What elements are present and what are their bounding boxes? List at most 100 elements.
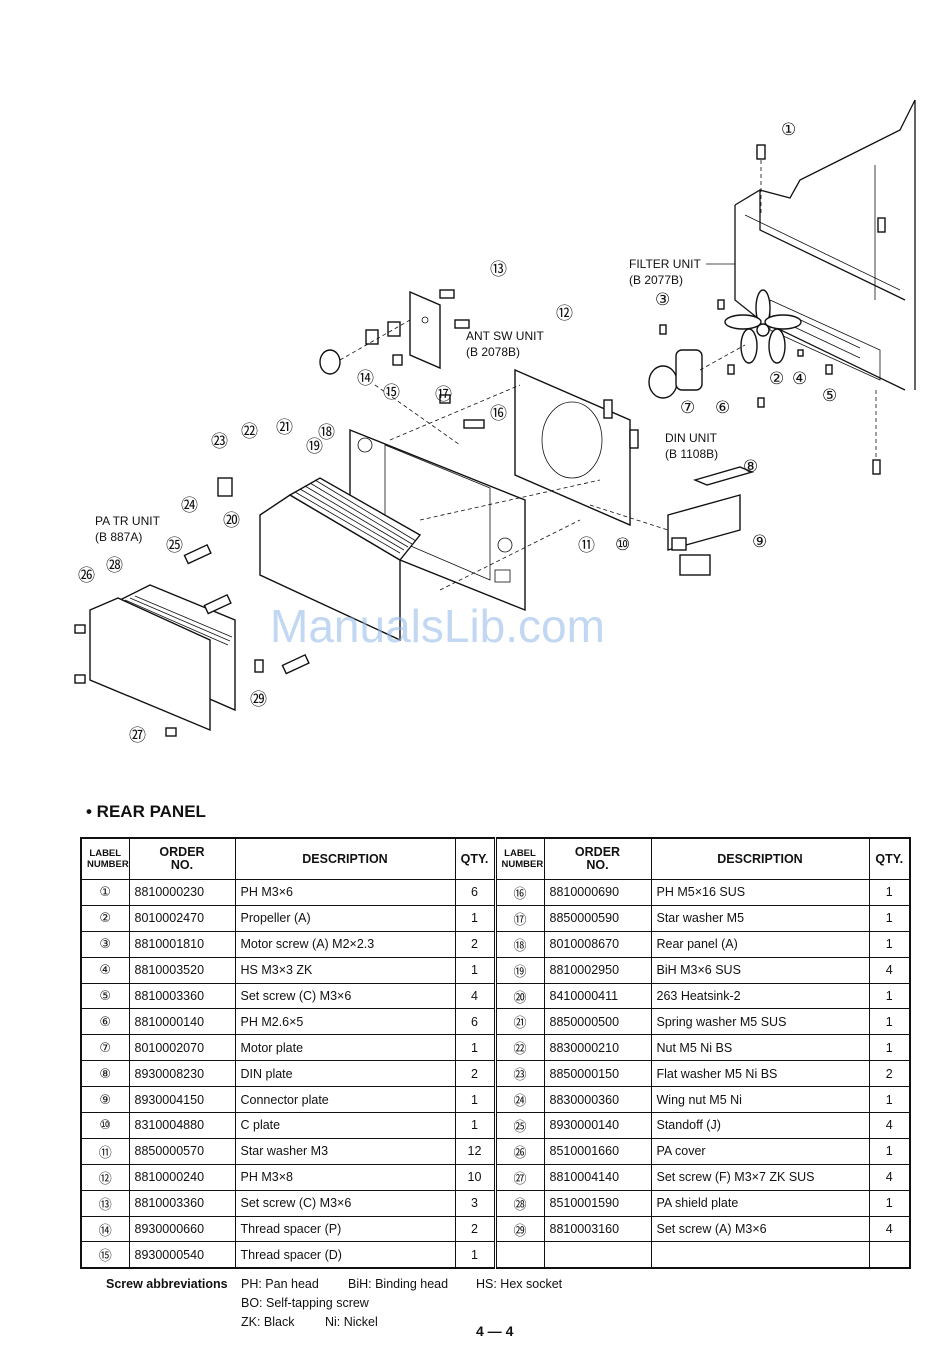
order-no-cell: 8810003520 (128, 956, 236, 984)
order-no-cell: 8850000500 (543, 1008, 652, 1036)
order-no-cell: 8930000660 (128, 1215, 236, 1243)
callout-28: ㉘ (106, 556, 123, 575)
callout-5: ⑤ (822, 386, 837, 405)
abbreviations-heading: Screw abbreviations (106, 1277, 228, 1291)
qty-cell: 1 (454, 956, 496, 984)
label-cell: ⑩ (80, 1112, 130, 1139)
order-no-cell: 8010002470 (128, 904, 236, 932)
order-no-cell: 8810000140 (128, 1008, 236, 1036)
qty-header-right: QTY. (868, 837, 911, 880)
abbrev-bo: BO: Self-tapping screw (241, 1296, 369, 1310)
label-cell: ④ (80, 956, 130, 984)
label-cell: ⑫ (80, 1163, 130, 1191)
callout-16: ⑯ (490, 404, 507, 423)
qty-cell: 3 (454, 1189, 496, 1217)
qty-cell: 4 (868, 1163, 911, 1191)
ant-sw-unit-name: ANT SW UNIT (466, 329, 544, 343)
description-cell: Star washer M3 (234, 1137, 456, 1165)
label-cell: ⑱ (493, 930, 545, 958)
callout-24: ㉔ (181, 496, 198, 515)
qty-cell: 1 (454, 904, 496, 932)
qty-cell: 1 (454, 1112, 496, 1139)
callout-numbers: ① ② ③ ④ ⑤ ⑥ ⑦ ⑧ ⑨ ⑩ ⑪ ⑫ ⑬ ⑭ ⑮ ⑯ ⑰ ⑱ ⑲ ⑳ … (78, 120, 837, 745)
page-number: 4 — 4 (476, 1323, 514, 1339)
callout-17: ⑰ (435, 385, 452, 404)
din-unit-code: (B 1108B) (665, 447, 718, 461)
qty-cell: 2 (454, 1060, 496, 1088)
order-no-cell: 8810003360 (128, 982, 236, 1010)
order-no-cell: 8830000210 (543, 1034, 652, 1062)
order-no-cell: 8410000411 (543, 982, 652, 1010)
ant-sw-unit-code: (B 2078B) (466, 345, 520, 359)
qty-cell: 1 (868, 930, 911, 958)
description-cell: BiH M3×6 SUS (650, 956, 870, 984)
label-cell: ⑯ (493, 879, 545, 906)
description-cell: Propeller (A) (234, 904, 456, 932)
description-cell: Motor plate (234, 1034, 456, 1062)
description-header: DESCRIPTION (234, 837, 456, 880)
callout-29: ㉙ (250, 690, 267, 709)
description-cell: PA shield plate (650, 1189, 870, 1217)
qty-cell: 12 (454, 1137, 496, 1165)
description-cell: PH M2.6×5 (234, 1008, 456, 1036)
order-no-cell: 8810004140 (543, 1163, 652, 1191)
qty-cell: 6 (454, 1008, 496, 1036)
callout-25: ㉕ (166, 536, 183, 555)
order-no-cell: 8810003160 (543, 1215, 652, 1243)
order-no-cell: 8850000150 (543, 1060, 652, 1088)
description-header-right: DESCRIPTION (650, 837, 870, 880)
description-cell: Star washer M5 (650, 904, 870, 932)
unit-labels: FILTER UNIT (B 2077B) ANT SW UNIT (B 207… (95, 257, 735, 544)
callout-7: ⑦ (680, 398, 695, 417)
label-cell: ㉒ (493, 1034, 545, 1062)
description-cell: Set screw (C) M3×6 (234, 1189, 456, 1217)
order-no-cell: 8010008670 (543, 930, 652, 958)
label-cell: ㉗ (493, 1163, 545, 1191)
order-no-cell: 8930000540 (128, 1241, 236, 1269)
order-no-cell: 8010002070 (128, 1034, 236, 1062)
qty-cell: 1 (868, 1008, 911, 1036)
callout-18: ⑱ (318, 423, 335, 442)
description-cell: Thread spacer (P) (234, 1215, 456, 1243)
label-cell: ㉘ (493, 1189, 545, 1217)
order-no-cell: 8510001660 (543, 1137, 652, 1165)
qty-cell: 1 (454, 1086, 496, 1114)
callout-27: ㉗ (129, 726, 146, 745)
label-cell: ㉖ (493, 1137, 545, 1165)
description-cell: Motor screw (A) M2×2.3 (234, 930, 456, 958)
order-no-cell: 8850000570 (128, 1137, 236, 1165)
din-unit (589, 466, 755, 576)
description-cell: Wing nut M5 Ni (650, 1086, 870, 1114)
description-cell: PH M3×6 (234, 879, 456, 906)
qty-cell: 10 (454, 1163, 496, 1191)
callout-12: ⑫ (556, 304, 573, 323)
qty-cell: 6 (454, 879, 496, 906)
callout-6: ⑥ (715, 398, 730, 417)
description-cell: Spring washer M5 SUS (650, 1008, 870, 1036)
callout-20: ⑳ (223, 511, 240, 530)
order-no-cell: 8810001810 (128, 930, 236, 958)
callout-14: ⑭ (357, 369, 374, 388)
qty-cell: 2 (868, 1060, 911, 1088)
qty-cell: 1 (454, 1034, 496, 1062)
abbrev-ph: PH: Pan head (241, 1277, 319, 1291)
label-cell: ⑳ (493, 982, 545, 1010)
heatsink-pa-assembly (74, 477, 422, 737)
din-unit-name: DIN UNIT (665, 431, 718, 445)
pa-tr-unit-name: PA TR UNIT (95, 514, 161, 528)
description-cell: Thread spacer (D) (234, 1241, 456, 1269)
qty-cell: 1 (868, 904, 911, 932)
fan-motor-assembly (648, 289, 833, 408)
